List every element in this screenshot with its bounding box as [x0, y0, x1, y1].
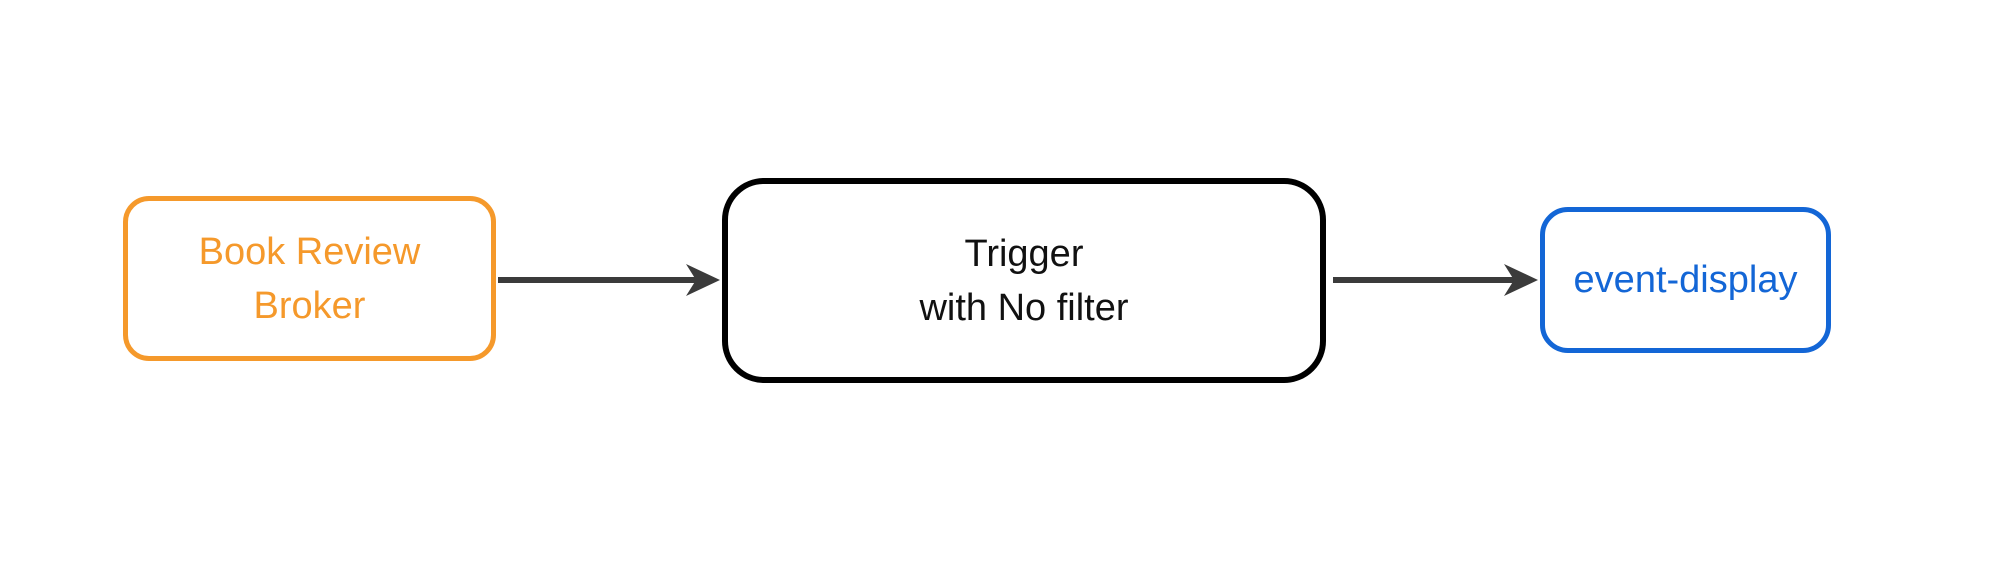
edge-broker-to-trigger — [498, 264, 720, 296]
node-label-line: Trigger — [964, 232, 1084, 275]
node-event-display: event-display — [1540, 207, 1831, 353]
arrowhead-icon — [1504, 264, 1538, 296]
node-trigger-with-no-filter: Trigger with No filter — [722, 178, 1326, 383]
node-label-line: event-display — [1573, 259, 1798, 301]
arrowhead-icon — [686, 264, 720, 296]
edge-trigger-to-event-display — [1333, 264, 1538, 296]
node-label-line: with No filter — [919, 286, 1129, 329]
node-label-line: Broker — [253, 284, 366, 327]
node-label-line: Book Review — [198, 230, 421, 273]
node-book-review-broker: Book Review Broker — [123, 196, 496, 361]
